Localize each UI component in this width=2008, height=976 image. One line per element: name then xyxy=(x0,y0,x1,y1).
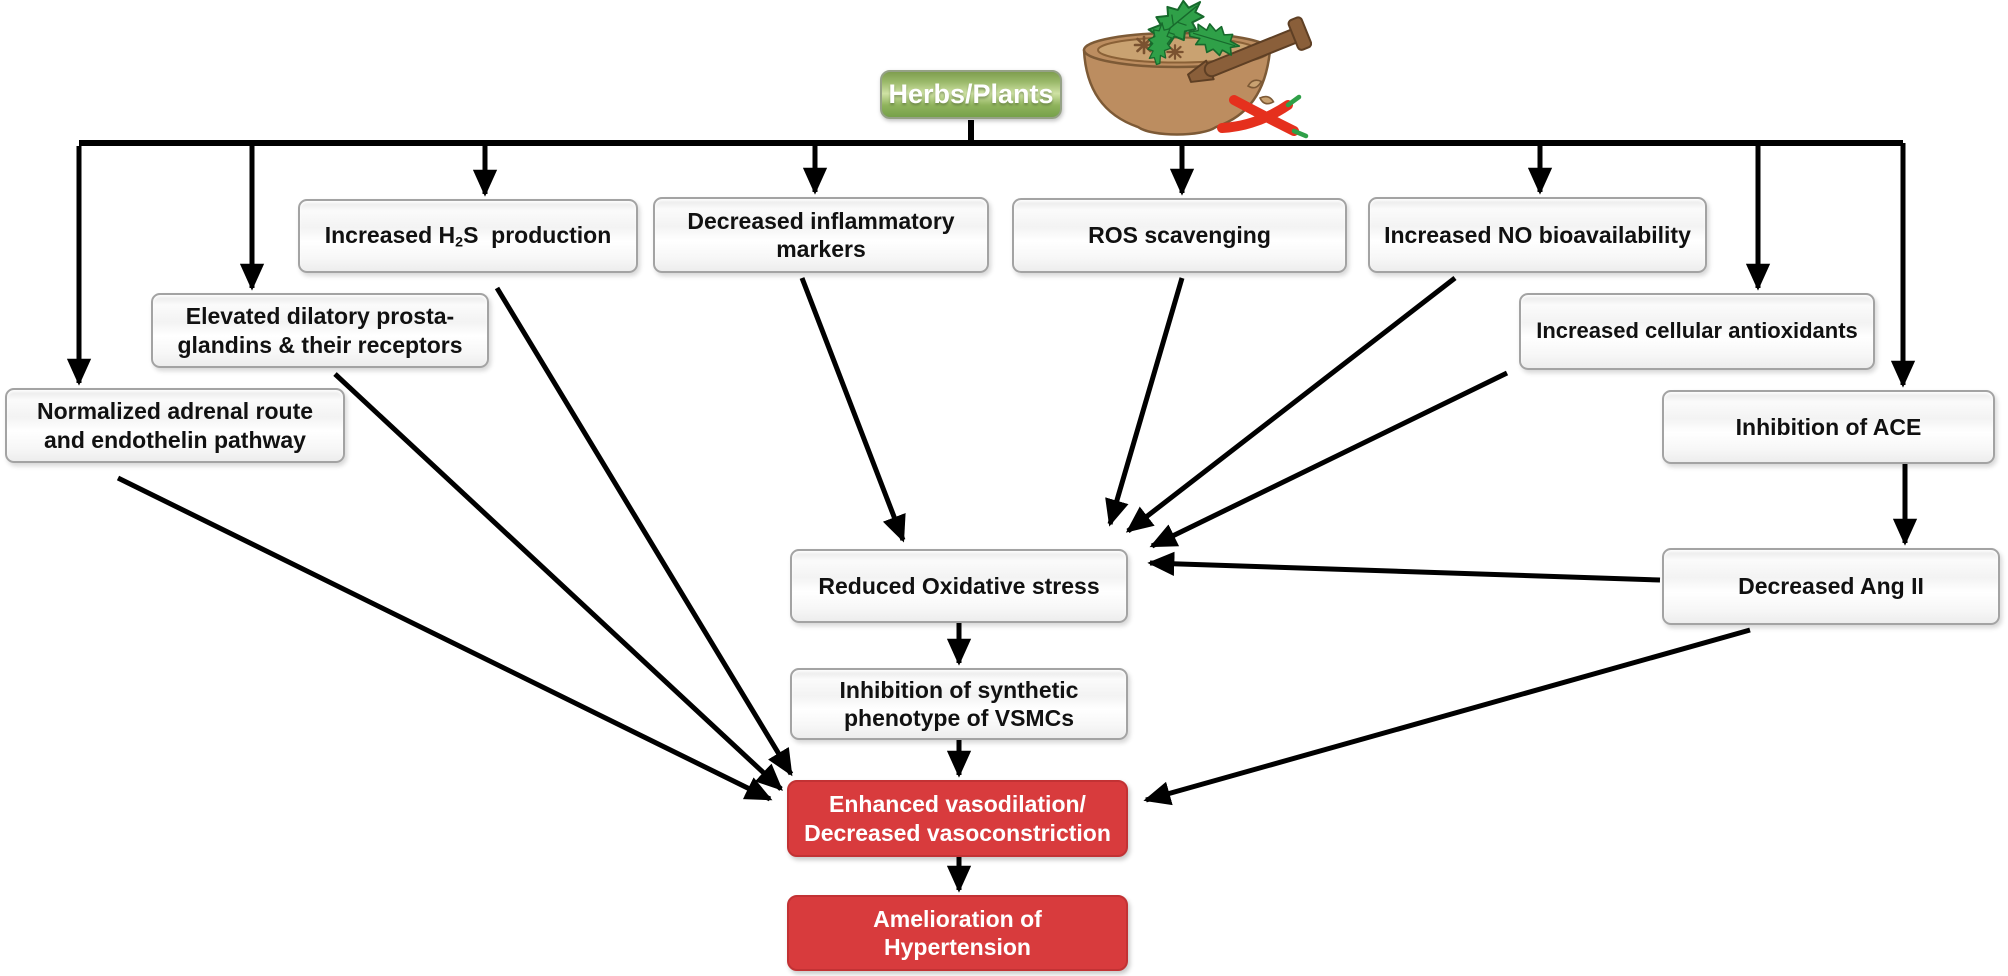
arrow-antioxidants-to-oxidative xyxy=(1149,370,1509,549)
node-normalized-adrenal-route-label: Normalized adrenal route and endothelin … xyxy=(36,398,314,453)
arrow-ros-to-oxidative xyxy=(1105,277,1185,527)
node-amelioration-of-hypertension-label: Amelioration of Hypertension xyxy=(873,905,1042,960)
node-normalized-adrenal-route: Normalized adrenal route and endothelin … xyxy=(5,388,345,463)
arrow-prostaglandins-to-vasodilation xyxy=(333,372,783,791)
node-ros-scavenging: ROS scavenging xyxy=(1012,198,1347,273)
node-enhanced-vasodilation-label: Enhanced vasodilation/ Decreased vasocon… xyxy=(804,791,1111,846)
node-decreased-inflammatory-markers-label: Decreased inflammatory markers xyxy=(687,207,955,262)
node-increased-cellular-antioxidants-label: Increased cellular antioxidants xyxy=(1536,318,1858,344)
arrow-h2s-to-vasodilation xyxy=(494,286,794,777)
mortar-and-pestle-icon xyxy=(1082,0,1312,139)
node-inhibition-synthetic-phenotype-vsmc-label: Inhibition of synthetic phenotype of VSM… xyxy=(839,676,1079,731)
node-enhanced-vasodilation: Enhanced vasodilation/ Decreased vasocon… xyxy=(787,780,1128,857)
node-inhibition-of-ace: Inhibition of ACE xyxy=(1662,390,1995,464)
arrow-inflammatory-to-oxidative xyxy=(799,277,906,543)
node-decreased-inflammatory-markers: Decreased inflammatory markers xyxy=(653,197,989,273)
node-increased-h2s-production-label: Increased H2S production xyxy=(324,221,612,251)
arrow-no-bio-to-oxidative xyxy=(1125,276,1457,533)
node-reduced-oxidative-stress-label: Reduced Oxidative stress xyxy=(818,572,1100,599)
node-increased-h2s-production: Increased H2S production xyxy=(298,199,638,273)
node-herbs-plants: Herbs/Plants xyxy=(880,70,1062,119)
node-elevated-dilatory-prostaglandins-label: Elevated dilatory prosta- glandins & the… xyxy=(177,303,463,358)
node-amelioration-of-hypertension: Amelioration of Hypertension xyxy=(787,895,1128,971)
node-reduced-oxidative-stress: Reduced Oxidative stress xyxy=(790,549,1128,623)
node-increased-cellular-antioxidants: Increased cellular antioxidants xyxy=(1519,293,1875,370)
arrow-ang2-to-vasodilation xyxy=(1143,627,1751,806)
node-decreased-ang-ii: Decreased Ang II xyxy=(1662,548,2000,625)
node-increased-no-bioavailability-label: Increased NO bioavailability xyxy=(1384,221,1691,248)
node-increased-no-bioavailability: Increased NO bioavailability xyxy=(1368,197,1707,273)
node-herbs-plants-label: Herbs/Plants xyxy=(888,79,1054,110)
node-elevated-dilatory-prostaglandins: Elevated dilatory prosta- glandins & the… xyxy=(151,293,489,368)
arrow-adrenal-to-vasodilation xyxy=(116,475,773,802)
node-decreased-ang-ii-label: Decreased Ang II xyxy=(1738,573,1924,600)
node-ros-scavenging-label: ROS scavenging xyxy=(1088,222,1271,249)
node-inhibition-synthetic-phenotype-vsmc: Inhibition of synthetic phenotype of VSM… xyxy=(790,668,1128,740)
arrow-ang2-to-oxidative xyxy=(1147,551,1661,583)
node-inhibition-of-ace-label: Inhibition of ACE xyxy=(1735,413,1922,440)
